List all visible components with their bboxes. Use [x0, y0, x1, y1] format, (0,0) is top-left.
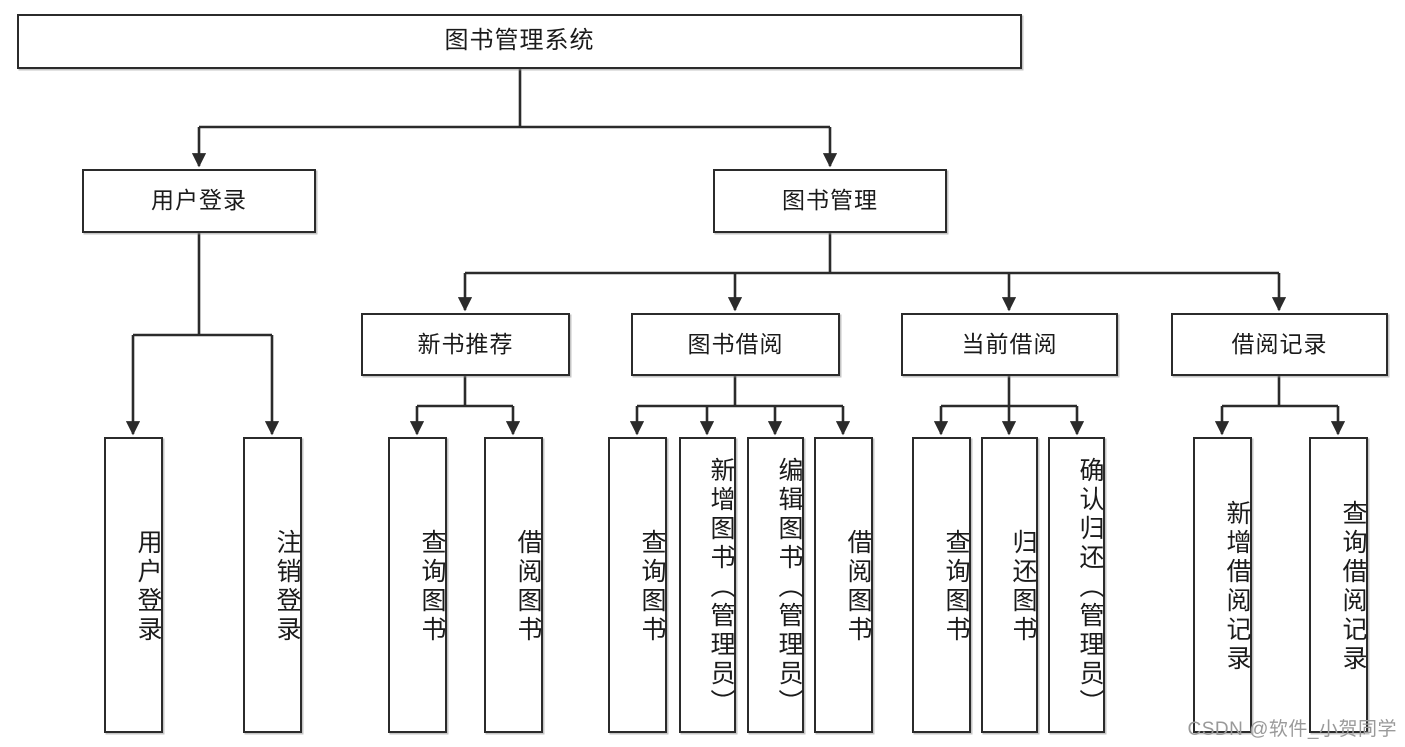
node-label: 借阅记录 [1231, 330, 1328, 357]
node-root-system[interactable]: 图书管理系统 [17, 14, 1022, 69]
node-label: 查询图书 [418, 529, 446, 645]
node-label: 新增图书（管理员） [707, 456, 735, 718]
node-label: 查询借阅记录 [1339, 500, 1367, 674]
node-user-login[interactable]: 用户登录 [82, 169, 316, 233]
node-label: 图书管理 [782, 187, 878, 214]
node-leaf-add-book[interactable]: 新增图书（管理员） [679, 437, 736, 733]
node-book-borrow[interactable]: 图书借阅 [631, 313, 840, 376]
node-leaf-borrow-book-1[interactable]: 借阅图书 [484, 437, 543, 733]
node-leaf-query-record[interactable]: 查询借阅记录 [1309, 437, 1368, 733]
node-leaf-edit-book[interactable]: 编辑图书（管理员） [747, 437, 804, 733]
node-book-manage[interactable]: 图书管理 [713, 169, 947, 233]
node-label: 借阅图书 [514, 529, 542, 645]
node-label: 查询图书 [942, 529, 970, 645]
node-new-book-rec[interactable]: 新书推荐 [361, 313, 570, 376]
node-label: 编辑图书（管理员） [775, 456, 803, 718]
node-label: 当前借阅 [961, 330, 1058, 357]
node-label: 确认归还（管理员） [1076, 456, 1104, 718]
node-label: 归还图书 [1009, 529, 1037, 645]
node-leaf-query-book-1[interactable]: 查询图书 [388, 437, 447, 733]
csdn-watermark: CSDN @软件_小贺同学 [1187, 719, 1397, 740]
node-leaf-query-book-2[interactable]: 查询图书 [608, 437, 667, 733]
node-label: 新增借阅记录 [1223, 500, 1251, 674]
node-leaf-return-book[interactable]: 归还图书 [981, 437, 1038, 733]
node-label: 查询图书 [638, 529, 666, 645]
node-leaf-confirm-return[interactable]: 确认归还（管理员） [1048, 437, 1105, 733]
node-label: 注销登录 [273, 529, 301, 645]
node-label: 新书推荐 [417, 330, 514, 357]
node-leaf-user-logout[interactable]: 注销登录 [243, 437, 302, 733]
node-leaf-user-login[interactable]: 用户登录 [104, 437, 163, 733]
node-label: 借阅图书 [844, 529, 872, 645]
node-leaf-add-record[interactable]: 新增借阅记录 [1193, 437, 1252, 733]
node-current-borrow[interactable]: 当前借阅 [901, 313, 1118, 376]
node-label: 用户登录 [151, 187, 247, 214]
node-label: 图书借阅 [687, 330, 784, 357]
node-label: 图书管理系统 [444, 27, 595, 55]
node-leaf-query-book-3[interactable]: 查询图书 [912, 437, 971, 733]
node-leaf-borrow-book-2[interactable]: 借阅图书 [814, 437, 873, 733]
node-label: 用户登录 [134, 529, 162, 645]
node-borrow-record[interactable]: 借阅记录 [1171, 313, 1388, 376]
